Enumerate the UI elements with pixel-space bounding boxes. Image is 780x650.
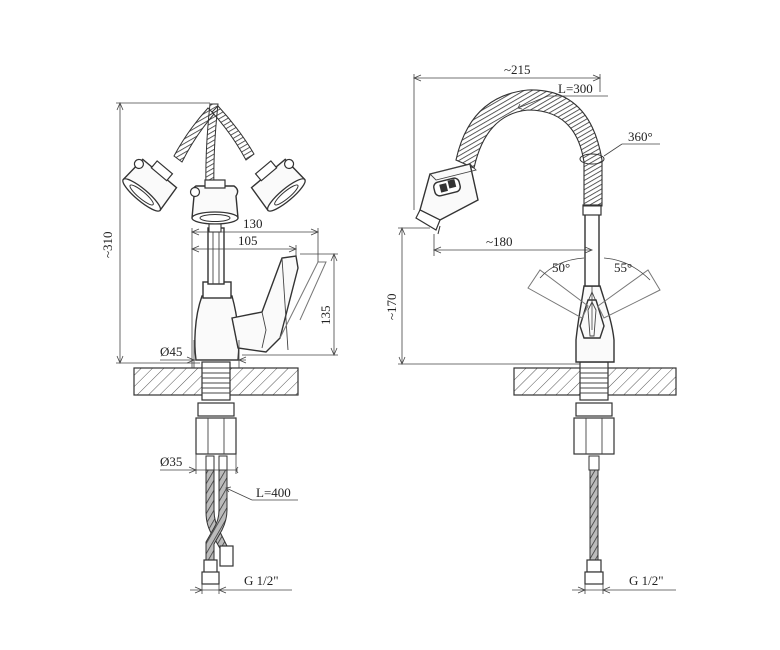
hose-fitting-left-a <box>219 545 234 567</box>
hose-length-leader <box>225 486 298 501</box>
mounting-nut-right <box>575 402 613 417</box>
dimension-hose-diameter <box>160 454 239 474</box>
hose-connector-left-a <box>205 455 215 471</box>
fixing-nut-left <box>195 417 237 455</box>
spray-head-left-swing-b <box>250 158 306 212</box>
dimension-thread-right <box>572 584 676 594</box>
angle-arc-left <box>539 257 585 279</box>
spout-tube-left <box>207 227 225 285</box>
dimension-reach-180 <box>432 234 594 256</box>
hose-connector-right <box>588 455 600 471</box>
left-view: ~310 130 105 135 Ø45 <box>100 101 338 594</box>
faucet-body-left <box>194 295 240 361</box>
rotation-indicator <box>579 153 605 165</box>
label-hose-length: L=400 <box>256 485 291 500</box>
dimension-thread-left <box>190 584 292 594</box>
flex-spout-left-center <box>205 103 219 191</box>
label-height-total: ~310 <box>100 231 115 258</box>
dimension-width-105 <box>190 245 298 258</box>
lever-handle-left <box>231 255 299 353</box>
label-thread-right: G 1/2" <box>629 573 664 588</box>
hose-nut-right <box>584 571 604 585</box>
fixing-nut-right <box>573 417 615 455</box>
flex-spout-left-swing-b <box>211 105 255 161</box>
label-width-130: 130 <box>243 216 263 231</box>
angle-arc-right <box>603 257 651 281</box>
spray-head-right <box>415 163 479 235</box>
dimension-height-135 <box>242 252 338 357</box>
lever-handle-ghost-right-b <box>597 269 661 319</box>
label-reach-total: ~215 <box>504 62 531 77</box>
hose-nut-left <box>201 571 220 585</box>
label-thread-left: G 1/2" <box>244 573 279 588</box>
lever-handle-ghost-left <box>279 261 327 339</box>
label-hose-diameter: Ø35 <box>160 454 182 469</box>
right-view: ~215 L=300 360° ~180 ~170 <box>384 62 677 594</box>
flex-spout-arch <box>455 89 603 207</box>
label-width-105: 105 <box>238 233 258 248</box>
label-rotation: 360° <box>628 129 653 144</box>
label-height-135: 135 <box>318 306 333 326</box>
label-spout-length: L=300 <box>558 81 593 96</box>
hose-fitting-right <box>586 559 602 573</box>
dimension-height-total <box>116 101 210 365</box>
spray-head-left-center <box>189 179 239 233</box>
dimension-width-130 <box>190 228 320 368</box>
spout-length-leader <box>517 95 608 110</box>
lever-handle-ghost-right-a <box>527 269 589 319</box>
rotation-leader <box>603 143 660 157</box>
hose-connector-left-b <box>218 455 228 471</box>
braided-hose-right <box>589 469 599 563</box>
label-base-diameter: Ø45 <box>160 344 182 359</box>
label-angle-left: 50° <box>552 260 570 275</box>
mounting-nut-left <box>197 402 235 417</box>
spray-head-left-swing-a <box>122 158 178 212</box>
dimension-reach-total <box>412 74 602 210</box>
label-height-170: ~170 <box>384 293 399 320</box>
dimension-base-diameter <box>160 340 247 368</box>
label-angle-right: 55° <box>614 260 632 275</box>
dimension-height-170 <box>398 226 580 366</box>
label-reach-180: ~180 <box>486 234 513 249</box>
